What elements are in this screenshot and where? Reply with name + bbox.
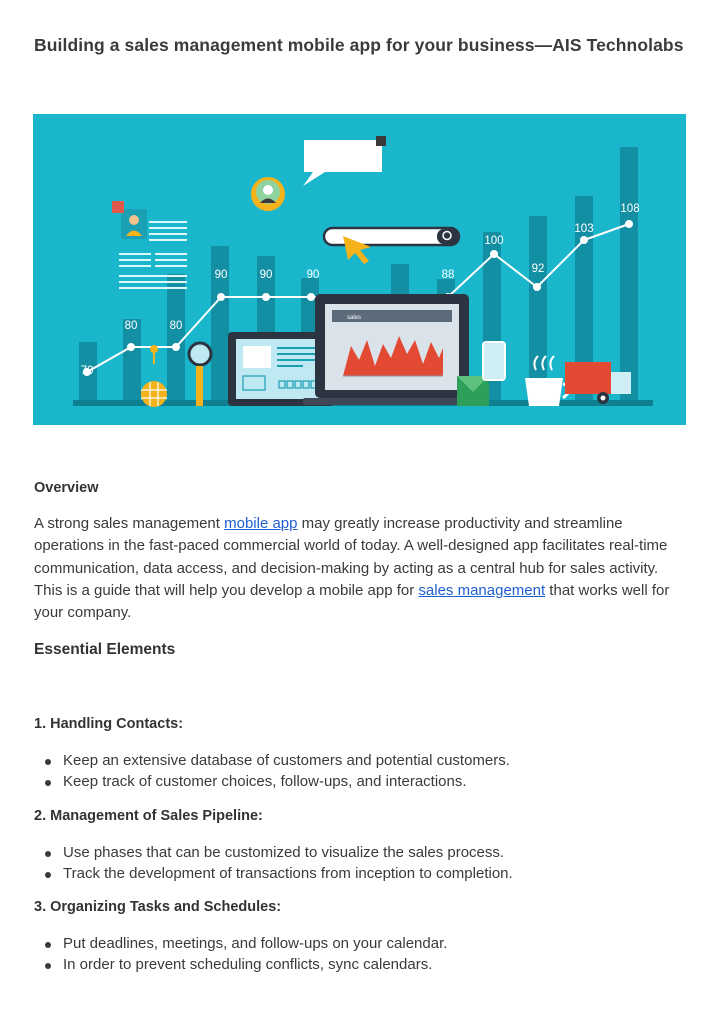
line-label: 80	[170, 320, 183, 332]
mobile-app-link[interactable]: mobile app	[224, 515, 298, 532]
section-list: Put deadlines, meetings, and follow-ups …	[34, 933, 447, 975]
speech-bubble-icon	[303, 136, 386, 186]
sales-management-link[interactable]: sales management	[418, 581, 546, 599]
section-heading: 1. Handling Contacts:	[34, 716, 184, 732]
section-list: Use phases that can be customized to vis…	[34, 842, 513, 884]
line-label: 90	[215, 269, 228, 281]
line-label: 108	[620, 203, 639, 215]
line-label: 70	[81, 365, 94, 377]
trend-labels: 70 80 80 90 90 90 88 100 92 103 108	[81, 203, 640, 377]
magnifier-icon	[187, 341, 213, 406]
line-label: 90	[307, 269, 320, 281]
intro-paragraph: A strong sales management mobile app may…	[34, 513, 689, 624]
laptop-screen-label: sales	[347, 315, 361, 321]
list-item: Use phases that can be customized to vis…	[34, 842, 513, 863]
search-bar-icon	[322, 226, 461, 264]
list-item: Keep an extensive database of customers …	[34, 750, 510, 771]
globe-icon	[141, 345, 167, 407]
line-label: 90	[260, 269, 273, 281]
section-heading: 2. Management of Sales Pipeline:	[34, 808, 263, 824]
laptop-icon: sales	[303, 294, 483, 405]
trend-points	[83, 220, 633, 376]
intro-text: that works well for your company.	[34, 581, 670, 622]
overview-heading: Overview	[34, 480, 99, 496]
line-label: 92	[532, 263, 545, 275]
intro-text: A strong sales management	[34, 515, 225, 532]
hero-illustration: 70 80 80 90 90 90 88 100 92 103 108	[33, 114, 686, 425]
intro-text: may greatly increase productivity and st…	[34, 515, 668, 599]
hero-svg: 70 80 80 90 90 90 88 100 92 103 108	[73, 136, 653, 407]
profile-card-icon	[112, 201, 187, 289]
line-label: 100	[484, 235, 503, 247]
line-label: 103	[574, 223, 593, 235]
page-title: Building a sales management mobile app f…	[34, 35, 684, 55]
section-list: Keep an extensive database of customers …	[34, 750, 510, 792]
line-label: 88	[442, 269, 455, 281]
user-avatar-icon	[251, 177, 285, 211]
line-label: 80	[125, 320, 138, 332]
section-heading: 3. Organizing Tasks and Schedules:	[34, 899, 282, 915]
envelope-icon	[457, 341, 506, 406]
list-item: Track the development of transactions fr…	[34, 863, 513, 884]
list-item: Put deadlines, meetings, and follow-ups …	[34, 933, 447, 954]
list-item: In order to prevent scheduling conflicts…	[34, 954, 447, 975]
essential-elements-heading: Essential Elements	[34, 641, 176, 658]
list-item: Keep track of customer choices, follow-u…	[34, 771, 510, 792]
tablet-icon	[228, 332, 334, 406]
delivery-truck-icon	[565, 362, 631, 404]
